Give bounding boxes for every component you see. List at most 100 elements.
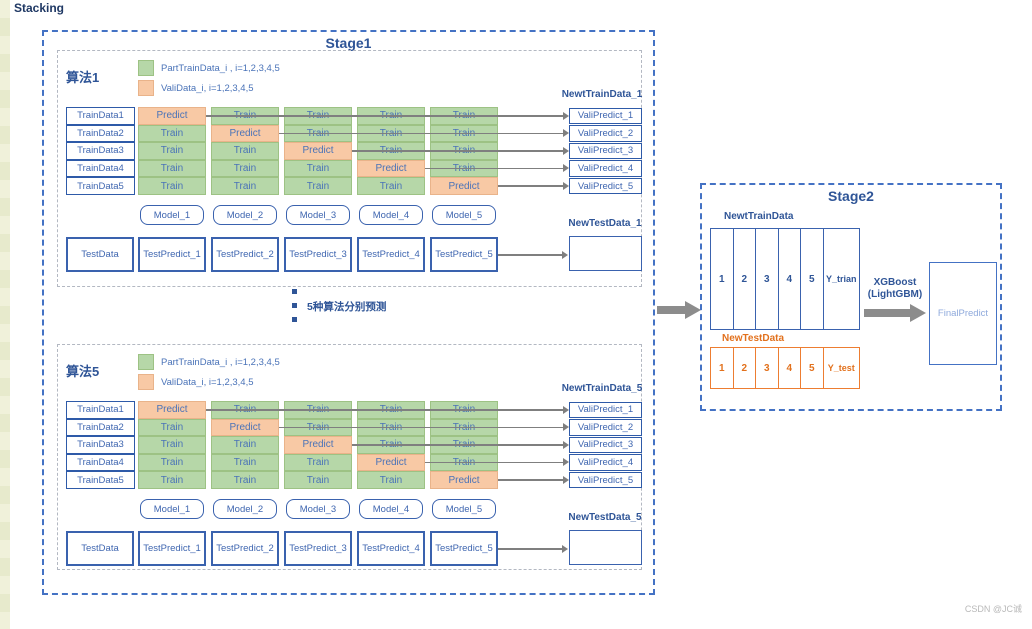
algorithm-panel-5: 算法5 PartTrainData_i , i=1,2,3,4,5 ValiDa… [57,344,642,570]
grid-cell: Predict [138,107,206,125]
legend-green-swatch [138,354,154,370]
test-predict-box: TestPredict_1 [138,531,206,566]
table-column: 2 [734,348,756,388]
legend-orange-label: ValiData_i, i=1,2,3,4,5 [161,377,254,388]
new-test-data-table: 1 2 3 4 5 Y_test [710,347,860,389]
connector-arrow [206,406,569,413]
model-box: Model_3 [286,205,350,225]
model-box: Model_4 [359,205,423,225]
page-title: Stacking [14,1,65,15]
grid-cell: Train [284,471,352,489]
connector-arrow [498,476,569,484]
legend-orange-swatch [138,80,154,96]
test-predict-box: TestPredict_2 [211,531,279,566]
grid-cell: Train [284,159,352,178]
grid-cell: Predict [138,401,206,419]
legend-green-label: PartTrainData_i , i=1,2,3,4,5 [161,357,280,368]
grid-cell: Train [211,142,279,160]
watermark: CSDN @JC诚 [964,604,1022,614]
new-test-data-table-label: NewTestData [722,333,785,344]
stage-transition-arrow-head [685,301,701,319]
grid-row: TrainData2 Train Predict Train Train Tra… [58,418,642,437]
vali-predict-box: ValiPredict_4 [569,454,642,471]
model-box: Model_5 [432,205,496,225]
table-column: 3 [756,348,779,388]
grid-row: TrainData4 Train Train Train Predict Tra… [58,453,642,472]
connector-arrow [498,545,568,552]
grid-cell: Train [138,471,206,489]
five-algorithms-note: 5种算法分别预测 [307,301,387,313]
table-column: 1 [711,229,734,329]
ellipsis-dot [292,289,297,294]
table-column-y: Y_trian [825,274,857,284]
table-column: 1 [711,348,734,388]
train-data-label: TrainData4 [66,159,135,178]
connector-arrow [352,147,569,154]
grid-cell: Train [211,177,279,195]
ellipsis-dot [292,317,297,322]
grid-row: TrainData1 Predict Train Train Train Tra… [58,107,642,125]
test-predict-box: TestPredict_3 [284,531,352,566]
legend-orange-label: ValiData_i, i=1,2,3,4,5 [161,83,254,94]
vali-predict-box: ValiPredict_1 [569,401,642,419]
test-predict-box: TestPredict_2 [211,237,279,272]
stage2-box: Stage2 NewtTrainData 1 2 3 4 5 Y_trian N… [700,183,1002,411]
connector-arrow [352,441,569,448]
train-data-label: TrainData4 [66,453,135,472]
grid-cell: Train [284,177,352,195]
new-test-data-box [569,530,642,565]
grid-cell: Train [138,142,206,160]
final-predict-box: FinalPredict [929,262,997,365]
new-test-data-box [569,236,642,271]
connector-arrow [425,459,569,466]
vali-predict-box: ValiPredict_3 [569,142,642,160]
final-predict-arrow [864,309,910,317]
vali-predict-box: ValiPredict_3 [569,436,642,454]
train-grid: TrainData1 Predict Train Train Train Tra… [58,107,642,195]
grid-cell: Predict [211,418,279,437]
grid-row: TrainData3 Train Train Predict Train Tra… [58,436,642,454]
grid-cell: Predict [284,436,352,454]
grid-cell: Train [138,124,206,143]
model-box: Model_5 [432,499,496,519]
connector-arrow [206,112,569,119]
grid-row: TrainData1 Predict Train Train Train Tra… [58,401,642,419]
model-box: Model_3 [286,499,350,519]
train-grid: TrainData1 Predict Train Train Train Tra… [58,401,642,489]
new-test-data-label: NewTestData_1 [568,218,642,229]
grid-cell: Predict [284,142,352,160]
algorithm-panel-1: 算法1 PartTrainData_i , i=1,2,3,4,5 ValiDa… [57,50,642,287]
vali-predict-box: ValiPredict_5 [569,177,642,195]
stage2-title: Stage2 [828,188,874,204]
vali-predict-box: ValiPredict_2 [569,419,642,436]
train-data-label: TrainData2 [66,418,135,437]
model-box: Model_4 [359,499,423,519]
train-data-label: TrainData5 [66,471,135,489]
grid-row: TrainData5 Train Train Train Train Predi… [58,471,642,489]
vali-predict-box: ValiPredict_1 [569,107,642,125]
final-predict-arrow-head [910,304,926,322]
grid-cell: Train [284,453,352,472]
grid-cell: Predict [357,453,425,472]
new-test-data-label: NewTestData_5 [568,512,642,523]
test-predict-box: TestPredict_1 [138,237,206,272]
table-column: 5 [801,348,824,388]
train-data-label: TrainData1 [66,107,135,125]
model-box: Model_2 [213,499,277,519]
connector-arrow [425,165,569,172]
grid-cell: Predict [430,471,498,489]
grid-cell: Train [138,453,206,472]
grid-cell: Predict [430,177,498,195]
train-data-label: TrainData2 [66,124,135,143]
train-data-label: TrainData3 [66,142,135,160]
grid-cell: Predict [357,159,425,178]
test-predict-box: TestPredict_5 [430,531,498,566]
ellipsis-dot [292,303,297,308]
connector-arrow [279,423,569,431]
grid-cell: Predict [211,124,279,143]
algorithm-label: 算法5 [66,364,100,379]
legend-green-label: PartTrainData_i , i=1,2,3,4,5 [161,63,280,74]
grid-cell: Train [138,177,206,195]
vali-predict-box: ValiPredict_2 [569,125,642,142]
